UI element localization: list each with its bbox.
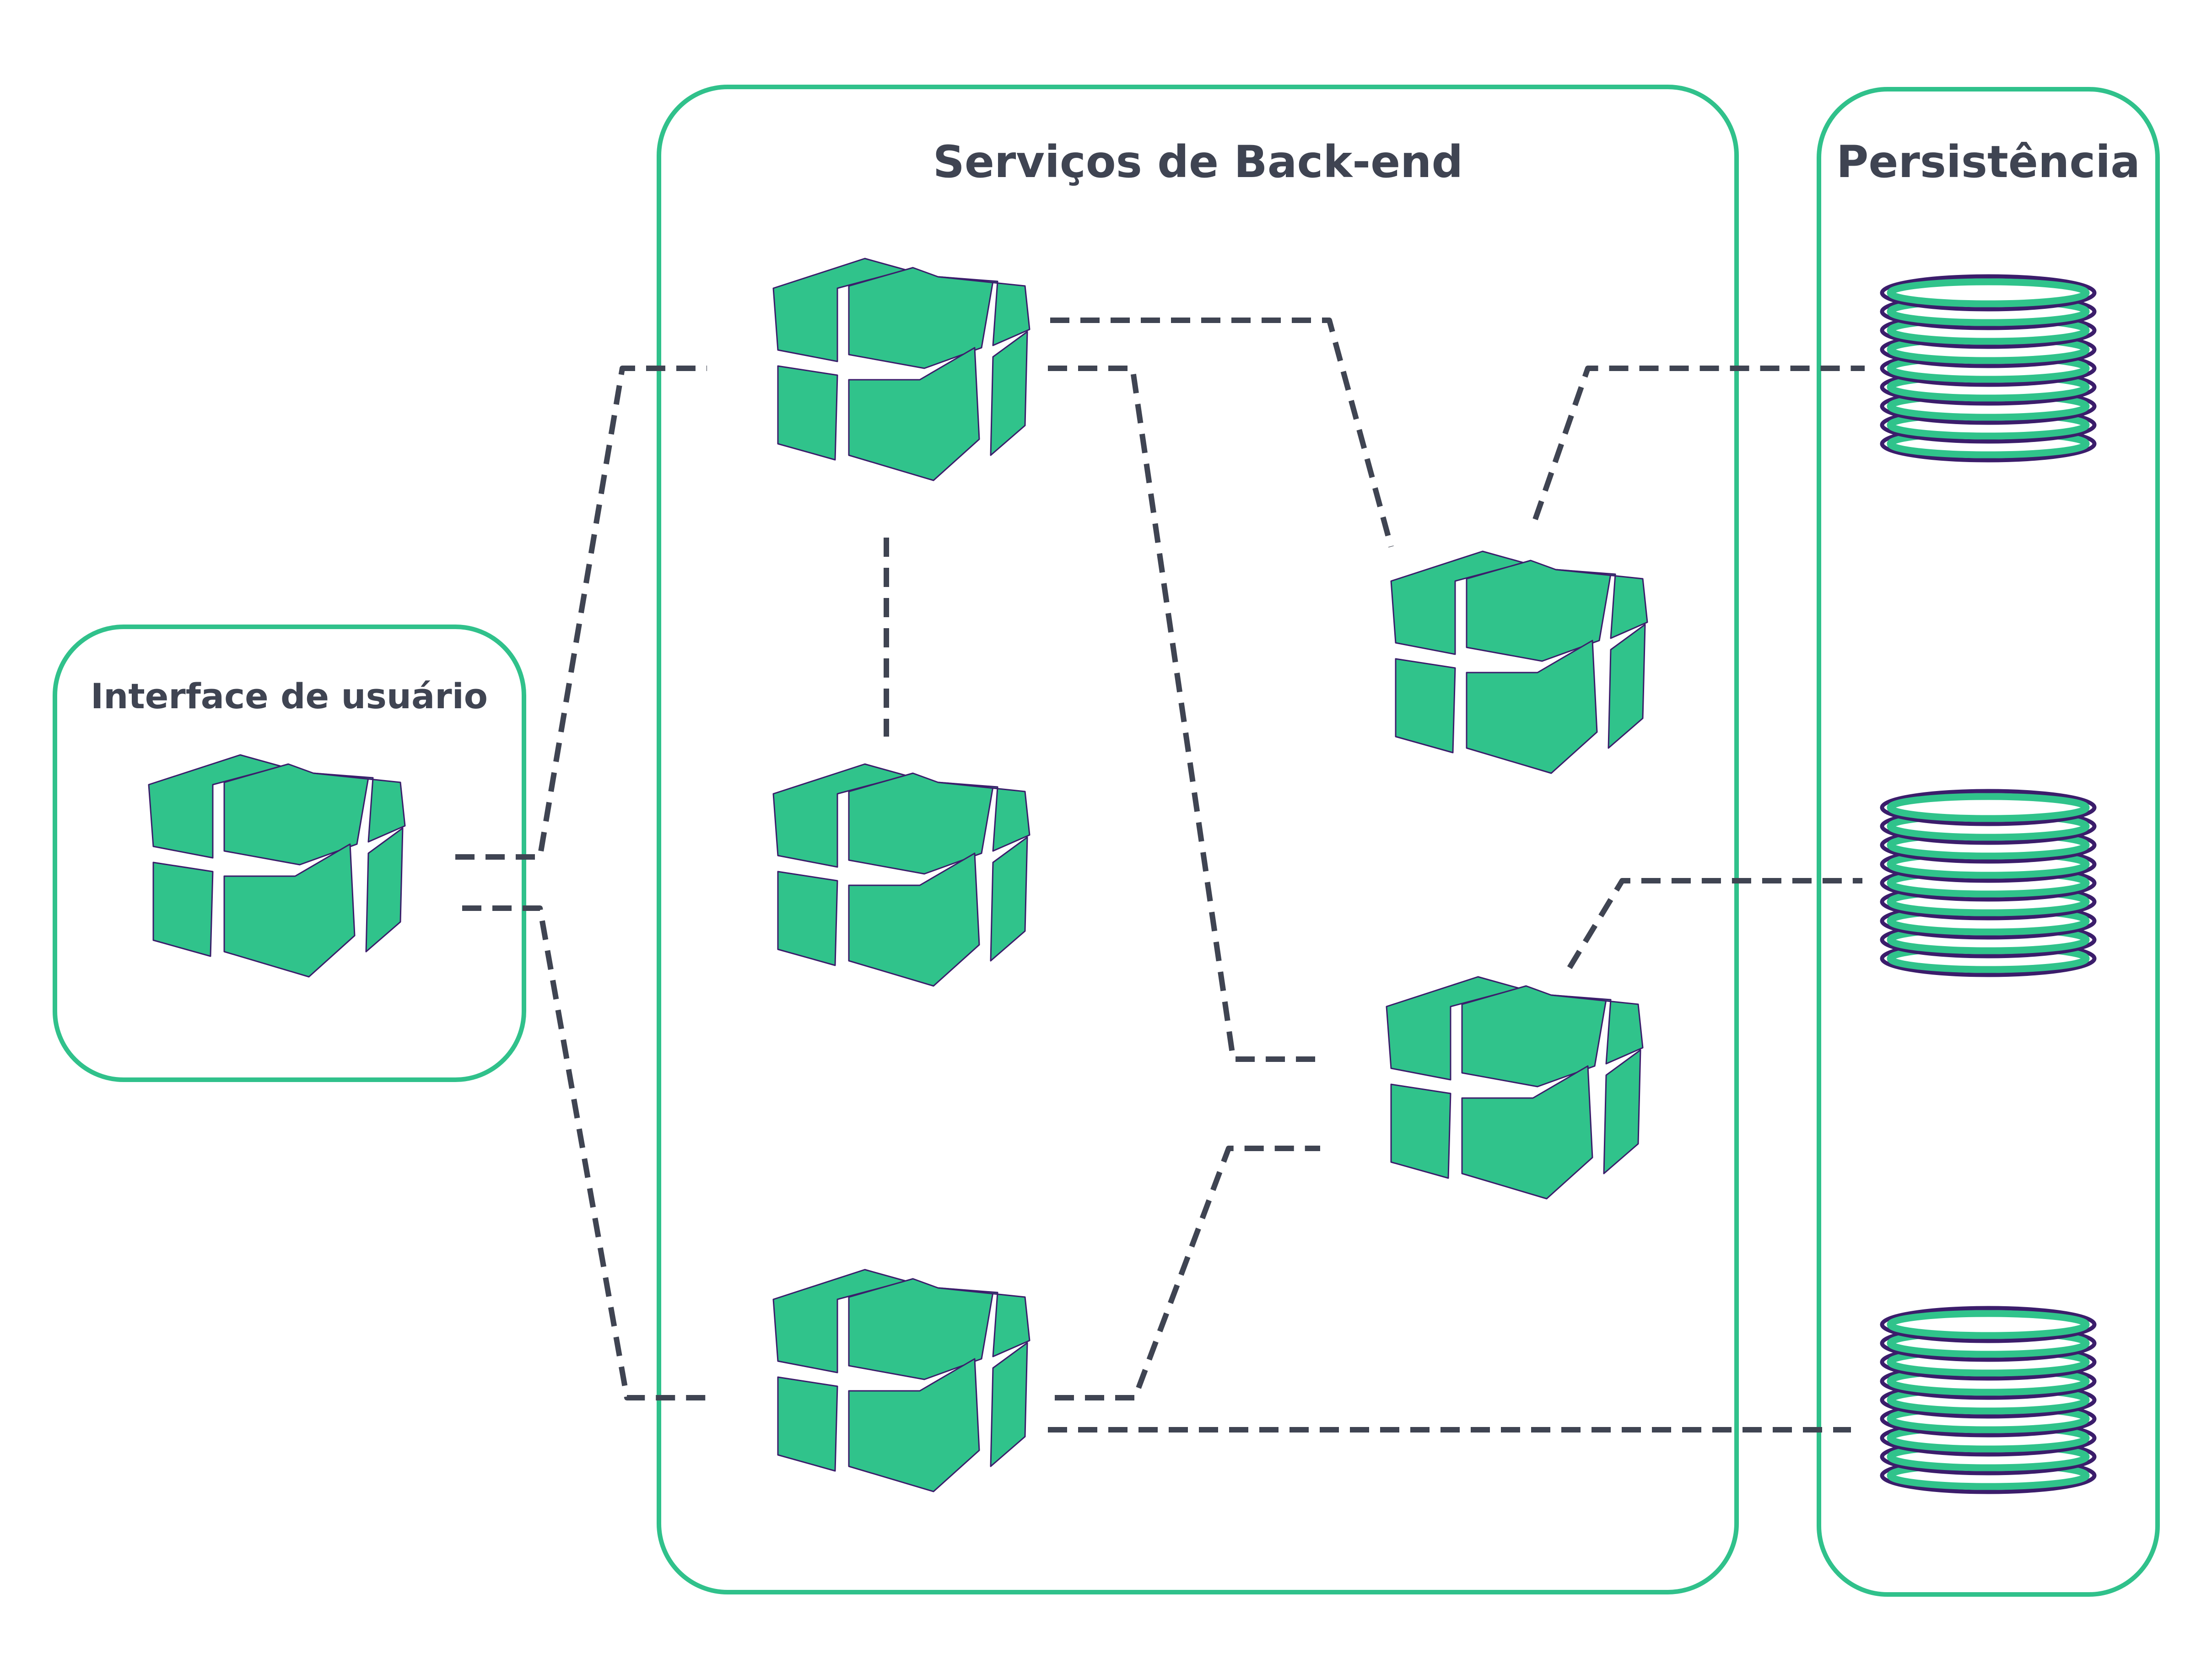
backend-group-box [657,85,1739,1594]
service-d-cube-icon [1390,550,1648,774]
service-a-cube-icon [772,258,1030,481]
connector-svc-a-to-svc-e [1048,366,1320,1062]
database-3-icon [1882,1308,2094,1492]
connector-svc-a-to-svc-d [1050,318,1394,548]
connector-ui-to-svc-a [455,366,707,860]
connector-ui-to-svc-c [462,905,714,1400]
persistence-group-title: Persistência [1836,136,2140,188]
connector-svc-c-to-svc-e [1055,1146,1320,1400]
database-2-icon [1882,791,2094,975]
frontend-group-box [53,625,526,1082]
service-b-cube-icon [772,763,1030,987]
ui-service-cube-icon [148,754,406,978]
frontend-group-title: Interface de usuário [91,676,488,716]
persistence-group-box [1817,87,2160,1597]
connector-svc-d-to-db-1 [1532,366,1865,520]
backend-group-title: Serviços de Back-end [933,136,1463,188]
service-c-cube-icon [772,1269,1030,1492]
connector-svc-e-to-db-2 [1567,878,1862,969]
service-e-cube-icon [1386,976,1644,1200]
database-1-icon [1882,276,2094,460]
